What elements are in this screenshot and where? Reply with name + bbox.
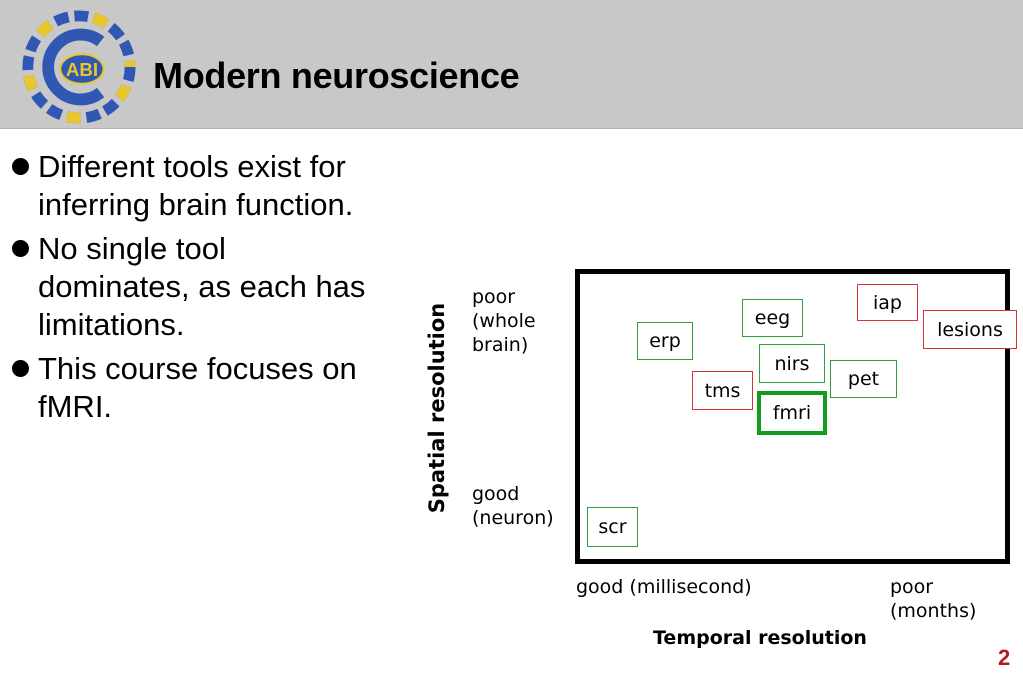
bullet-text: No single tool dominates, as each has li…: [38, 231, 366, 342]
tool-box-pet: pet: [830, 360, 897, 398]
page-number: 2: [998, 645, 1011, 670]
tool-box-erp: erp: [637, 322, 693, 360]
bullet-item: Different tools exist for inferring brai…: [12, 148, 372, 224]
bullet-dot-icon: [12, 158, 29, 175]
diagram-frame: [575, 269, 1010, 564]
tool-box-scr: scr: [587, 507, 638, 547]
bullet-item: No single tool dominates, as each has li…: [12, 230, 372, 344]
bullet-dot-icon: [12, 360, 29, 377]
slide-title: Modern neuroscience: [153, 55, 520, 96]
bullet-text: Different tools exist for inferring brai…: [38, 149, 354, 222]
y-axis-top-label: poor (whole brain): [472, 286, 536, 356]
x-axis-label: Temporal resolution: [653, 627, 867, 649]
y-axis-label: Spatial resolution: [425, 302, 449, 514]
x-axis-left-label: good (millisecond): [576, 576, 752, 598]
tool-box-eeg: eeg: [742, 299, 803, 337]
tool-box-nirs: nirs: [759, 344, 825, 383]
bullet-text: This course focuses on fMRI.: [38, 351, 357, 424]
tool-box-fmri: fmri: [757, 391, 827, 435]
bullet-list: Different tools exist for inferring brai…: [12, 148, 372, 432]
x-axis-right-label: poor (months): [890, 576, 977, 622]
logo-text: ABI: [66, 59, 98, 80]
tool-box-lesions: lesions: [923, 310, 1017, 349]
tool-box-tms: tms: [692, 371, 753, 410]
abi-logo-icon: ABI: [22, 10, 136, 124]
tool-box-iap: iap: [857, 284, 918, 321]
slide-header: ABI Modern neuroscience: [0, 0, 1023, 129]
y-axis-bottom-label: good (neuron): [472, 483, 554, 529]
bullet-dot-icon: [12, 240, 29, 257]
bullet-item: This course focuses on fMRI.: [12, 350, 372, 426]
